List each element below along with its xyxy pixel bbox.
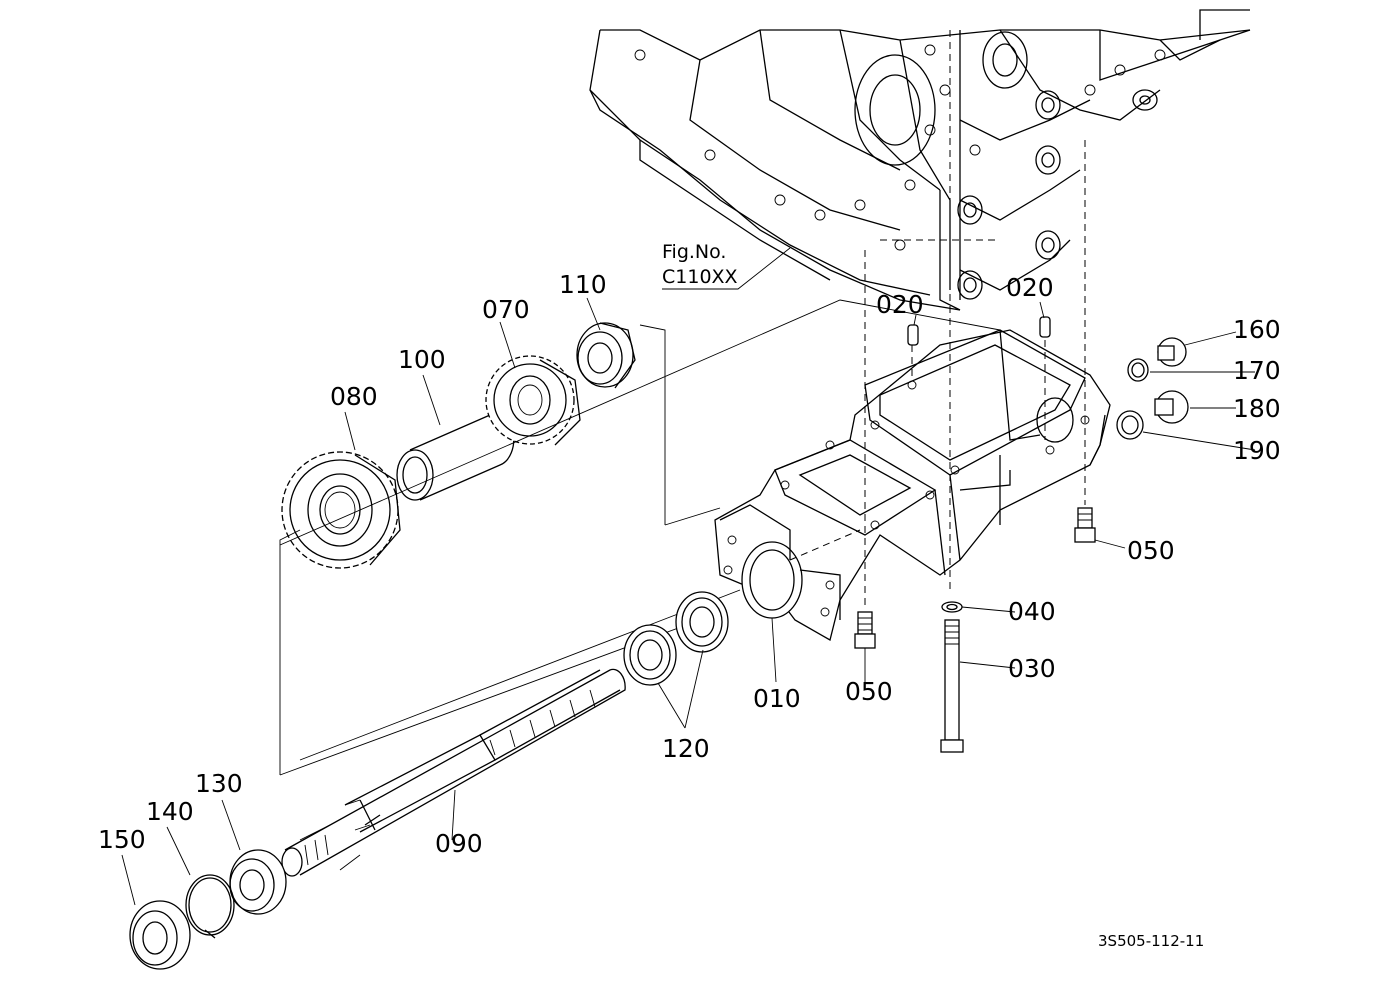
- label-180: 180: [1233, 394, 1281, 423]
- label-020-b: 020: [1006, 273, 1054, 302]
- washer-040: [941, 601, 963, 613]
- label-160: 160: [1233, 315, 1281, 344]
- part-labels: 110 070 100 080 020 020 160 170 180 190 …: [98, 270, 1281, 950]
- label-020-a: 020: [876, 290, 924, 319]
- circlip-140: [185, 874, 235, 939]
- bolt-030: [940, 619, 964, 753]
- label-050-b: 050: [1127, 536, 1175, 565]
- pin-020-a: [907, 324, 919, 346]
- figure-reference-line1: Fig.No.: [662, 241, 726, 263]
- label-170: 170: [1233, 356, 1281, 385]
- seal-150: [129, 900, 191, 970]
- label-130: 130: [195, 769, 243, 798]
- label-030: 030: [1008, 654, 1056, 683]
- bolt-050-a: [854, 611, 876, 649]
- shaft-090: [281, 668, 626, 877]
- label-100: 100: [398, 345, 446, 374]
- bolt-050-b: [1074, 507, 1096, 543]
- label-040: 040: [1008, 597, 1056, 626]
- pin-020-b: [1039, 316, 1051, 338]
- figure-reference-line2: C110XX: [662, 266, 738, 288]
- label-190: 190: [1233, 436, 1281, 465]
- label-050-a: 050: [845, 677, 893, 706]
- gear-080: [281, 451, 401, 569]
- bearing-130: [229, 849, 287, 915]
- label-110: 110: [559, 270, 607, 299]
- label-150: 150: [98, 825, 146, 854]
- bearing-110: [576, 322, 636, 389]
- seal-190: [1116, 410, 1144, 440]
- label-140: 140: [146, 797, 194, 826]
- label-120: 120: [662, 734, 710, 763]
- gear-070: [485, 355, 581, 446]
- alignment-lines: [789, 30, 1086, 610]
- leader-lines: [121, 297, 1256, 906]
- label-080: 080: [330, 382, 378, 411]
- transmission-case-drawing: [589, 9, 1251, 311]
- seal-170: [1127, 358, 1149, 382]
- bearings-120: [623, 591, 729, 686]
- label-090: 090: [435, 829, 483, 858]
- figure-reference: Fig.No. C110XX: [662, 241, 791, 290]
- gear-case: [714, 329, 1111, 641]
- drawing-code: 3S505-112-11: [1098, 932, 1204, 950]
- plug-180: [1154, 390, 1189, 424]
- label-010: 010: [753, 684, 801, 713]
- label-070: 070: [482, 295, 530, 324]
- assembly-bracket: [279, 324, 721, 776]
- plug-160: [1157, 337, 1187, 367]
